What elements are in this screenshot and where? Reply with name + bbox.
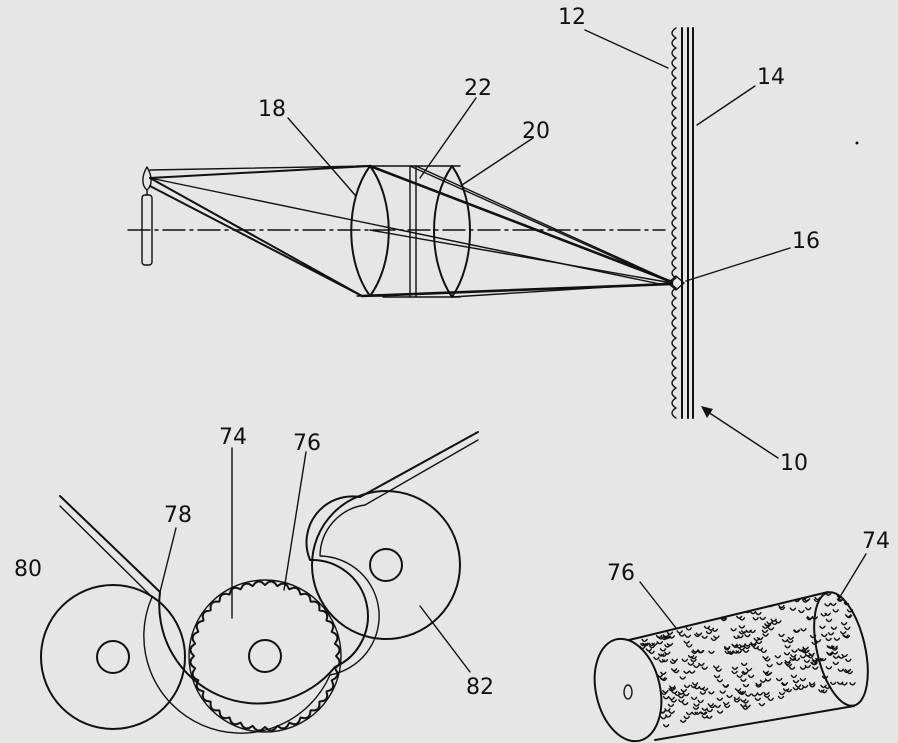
optical-setup: 12 14 18 22 20 16 10 <box>127 5 859 476</box>
converging-rays <box>360 164 674 298</box>
label-12: 12 <box>558 5 586 30</box>
supply-roll-80 <box>40 584 186 730</box>
leaders-top <box>287 29 791 459</box>
web-wrap <box>188 579 342 733</box>
leader-76-iso <box>639 581 677 629</box>
label-82: 82 <box>466 675 494 700</box>
screen-10 <box>667 27 694 419</box>
focal-point-marker <box>667 275 685 291</box>
incident-rays <box>149 165 661 297</box>
label-18: 18 <box>258 97 286 122</box>
speck <box>855 141 859 145</box>
label-80: 80 <box>14 557 42 582</box>
label-10: 10 <box>780 451 808 476</box>
label-16: 16 <box>792 229 820 254</box>
label-74-iso: 74 <box>862 529 890 554</box>
label-14: 14 <box>757 65 785 90</box>
embossing-roller-74 <box>188 579 342 733</box>
leader-82 <box>419 605 471 673</box>
candle-light-source <box>141 166 153 266</box>
textured-roller-iso: 76 74 <box>593 529 890 743</box>
label-76-iso: 76 <box>607 561 635 586</box>
lens-20 <box>433 165 471 298</box>
leader-74-iso <box>837 553 867 601</box>
roller-texture <box>637 591 856 730</box>
leader-78 <box>159 527 177 593</box>
label-76: 76 <box>293 431 321 456</box>
aperture-22 <box>382 165 461 298</box>
label-22: 22 <box>464 76 492 101</box>
label-74: 74 <box>219 425 247 450</box>
lens-18 <box>350 165 390 297</box>
takeup-roll-82 <box>311 490 461 640</box>
axle-hole <box>623 684 633 700</box>
label-20: 20 <box>522 119 550 144</box>
leader-76 <box>283 451 307 591</box>
roller-assembly: 80 78 74 76 82 <box>14 425 494 734</box>
label-78: 78 <box>164 503 192 528</box>
